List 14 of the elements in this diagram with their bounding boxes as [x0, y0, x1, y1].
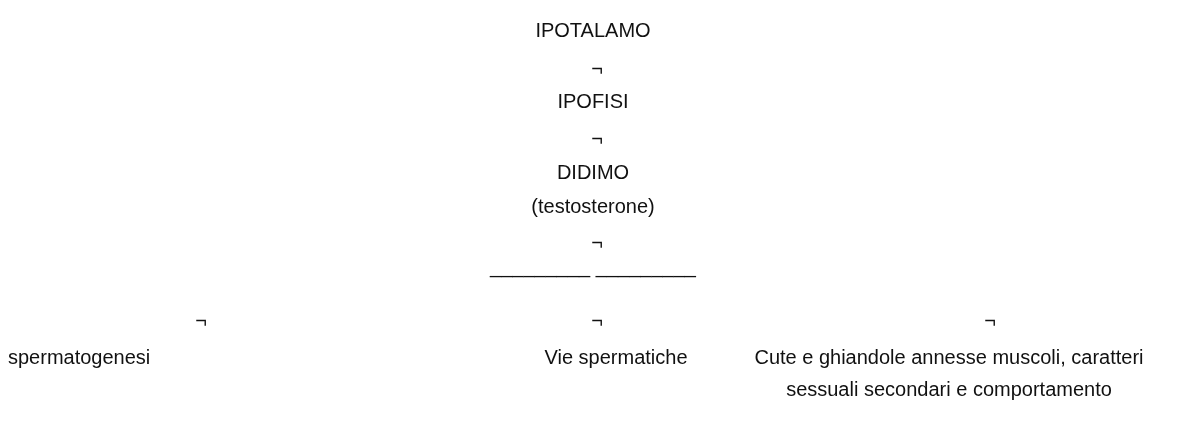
branch-text: Cute e ghiandole annesse muscoli, caratteri sessuali secondari e comportamento	[753, 345, 1145, 402]
arrow-glyph: ¬	[195, 308, 207, 332]
arrow-glyph: ¬	[591, 308, 603, 332]
subtitle-text: (testosterone)	[531, 194, 655, 218]
heading-text: IPOFISI	[557, 89, 629, 113]
heading-text: IPOTALAMO	[535, 18, 651, 42]
underscore-line-text: _________ _________	[490, 254, 696, 278]
arrow-glyph: ¬	[591, 126, 603, 150]
arrow-glyph: ¬	[591, 56, 603, 80]
arrow-glyph: ¬	[984, 308, 996, 332]
heading-text: DIDIMO	[556, 160, 630, 184]
branch-text: spermatogenesi	[8, 345, 151, 369]
arrow-glyph: ¬	[591, 230, 603, 254]
branch-text: Vie spermatiche	[544, 345, 688, 369]
